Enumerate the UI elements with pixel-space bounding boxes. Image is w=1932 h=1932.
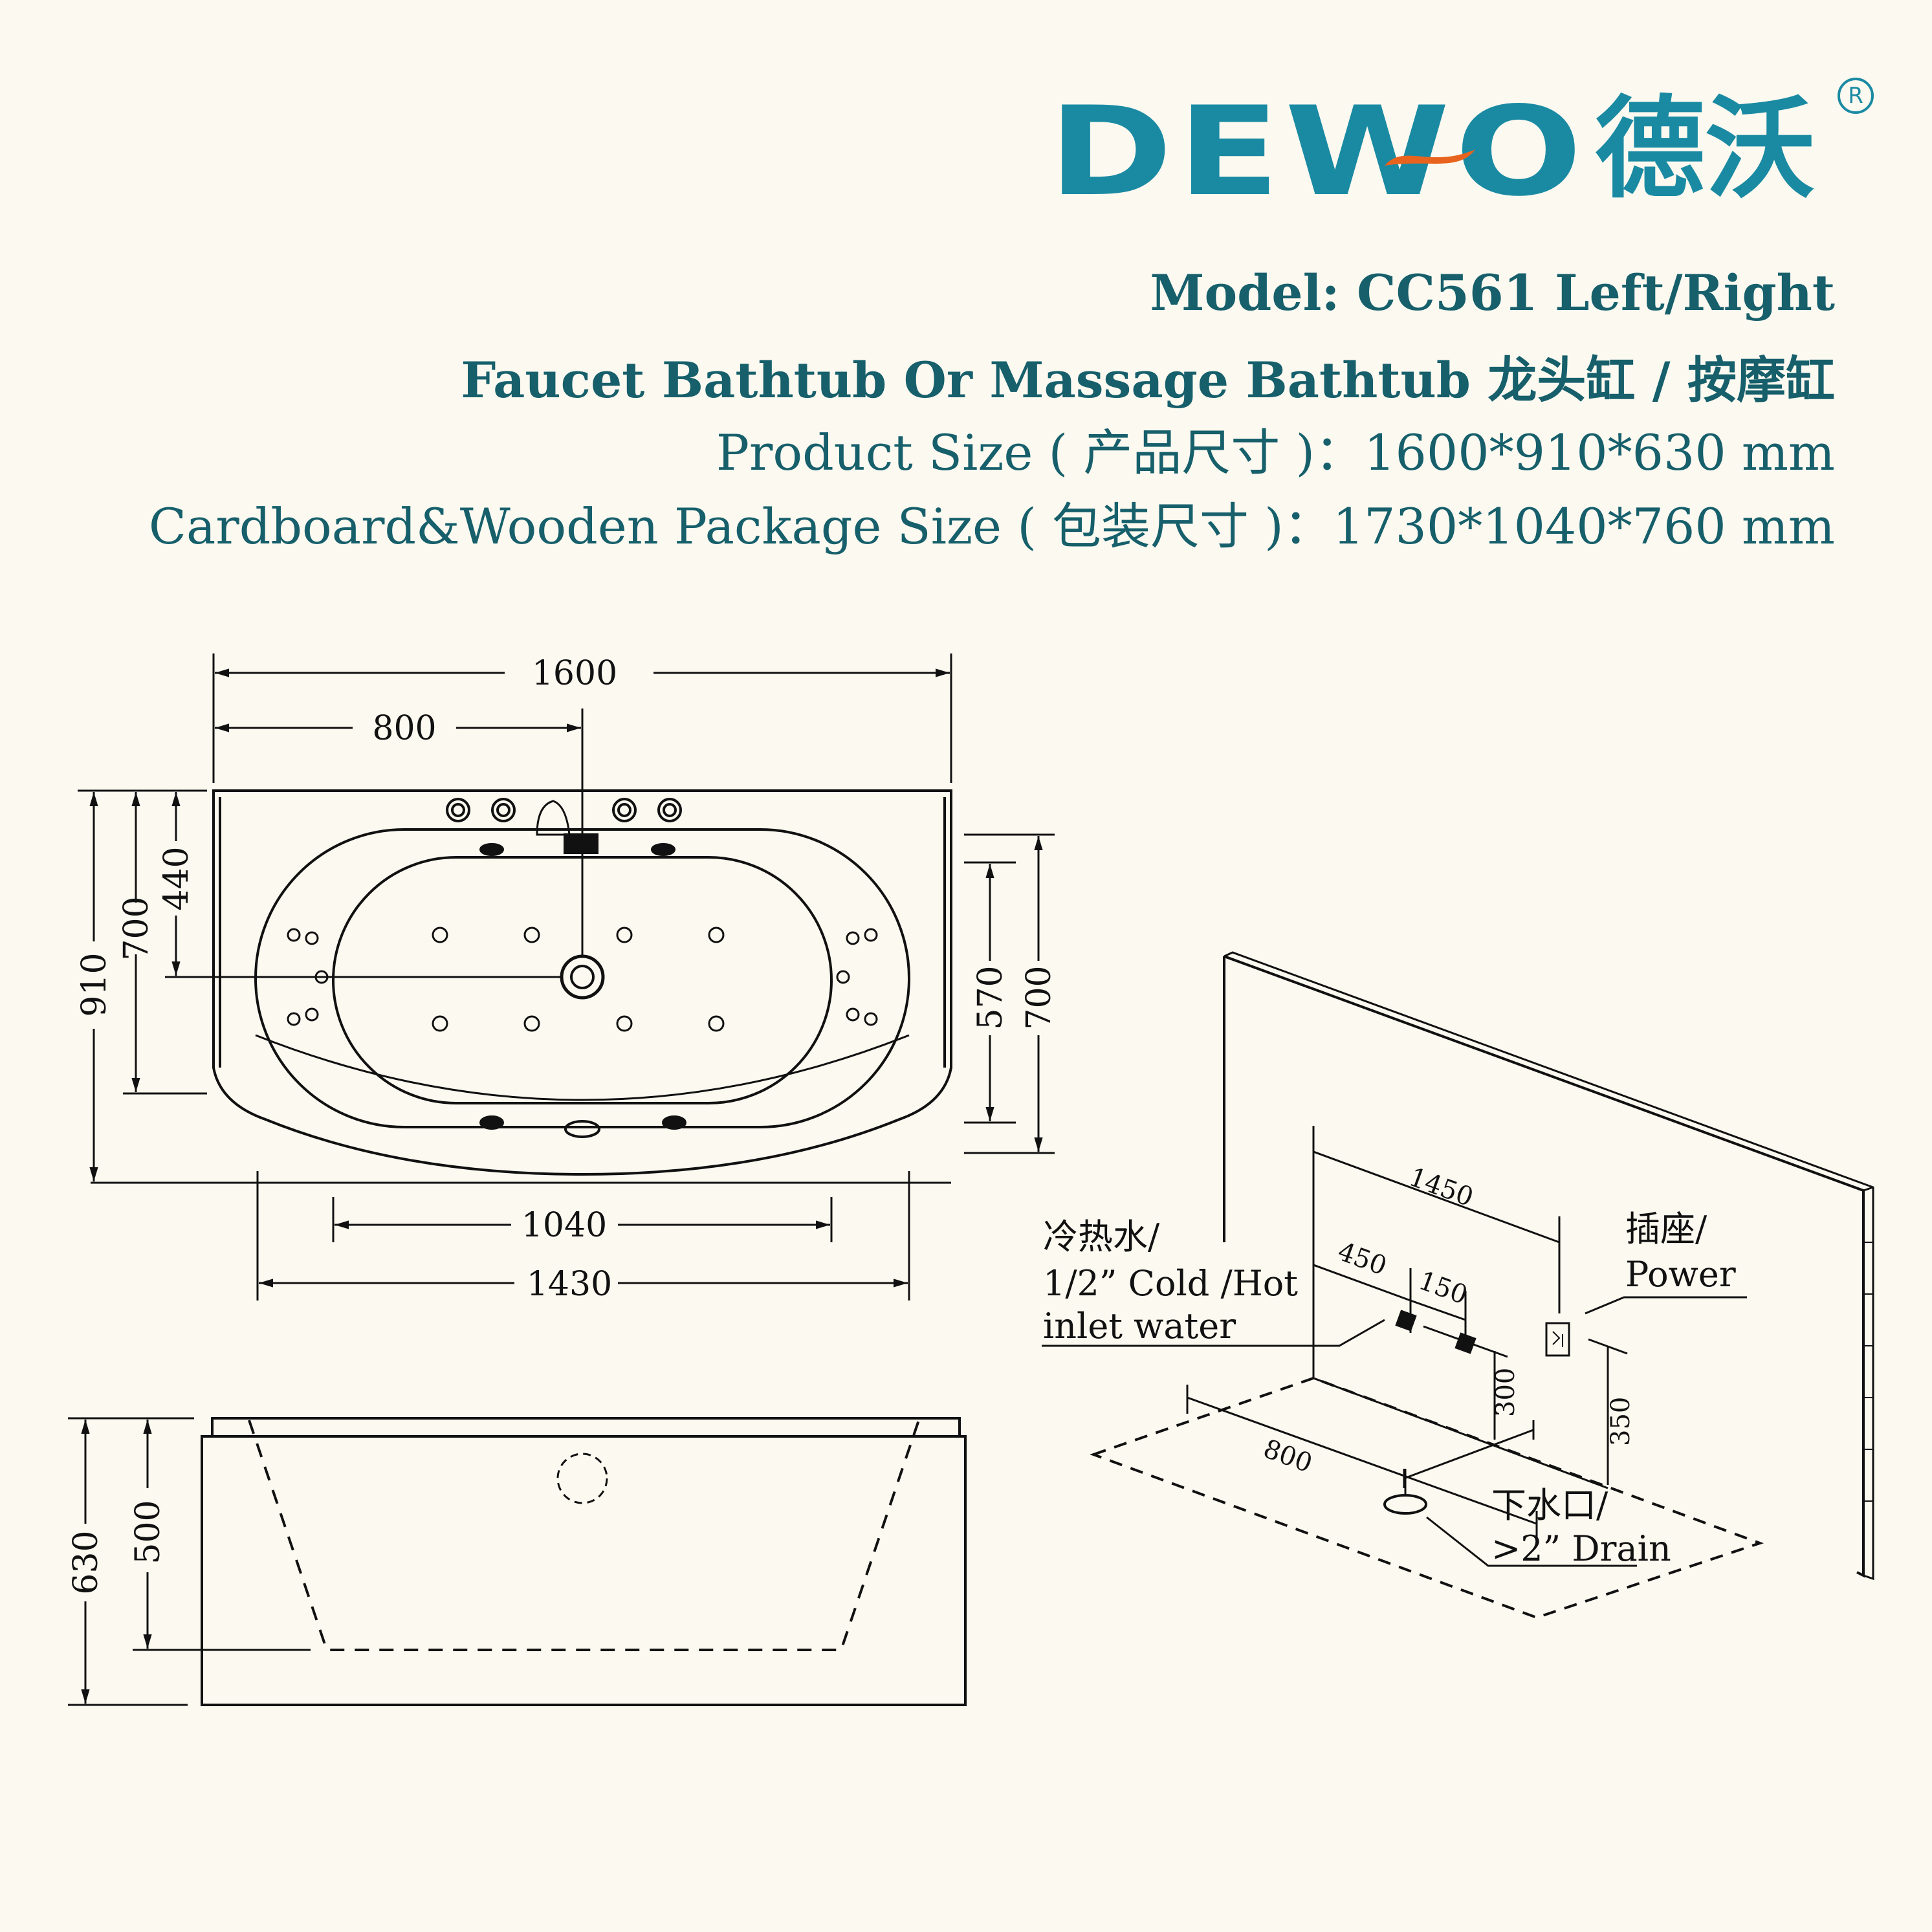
dim-right-outer: 700 [1020,965,1059,1029]
logo-swoosh-icon [1385,149,1475,166]
water-label-en-1: 1/2” Cold /Hot [1043,1263,1298,1304]
dim-right-inner: 570 [971,965,1010,1029]
product-size: Product Size ( 产品尺寸 )：1600*910*630 mm [716,424,1835,481]
dim-basin-length: 1040 [521,1206,607,1245]
dim-water-height: 300 [1491,1368,1520,1417]
dim-power-height: 350 [1606,1397,1636,1446]
install-view [1042,951,1874,1619]
model-title: Model: CC561 Left/Right [1150,264,1835,322]
dim-half-length: 800 [372,709,436,748]
dim-overall-width: 910 [75,952,114,1016]
tub-outline [212,789,952,1176]
floor-outline [1090,1376,1764,1619]
power-label-en: Power [1625,1254,1736,1295]
package-size: Cardboard&Wooden Package Size ( 包装尺寸 )：1… [148,498,1835,555]
power-label-cn: 插座/ [1625,1209,1707,1249]
product-line: Faucet Bathtub Or Massage Bathtub 龙头缸 / … [461,351,1835,409]
side-view [68,1417,967,1706]
dim-inner-width: 700 [117,896,156,960]
dim-water-spacing: 150 [1415,1266,1471,1310]
wall-panel [1224,955,1865,1578]
water-label-cn: 冷热水/ [1043,1216,1160,1257]
registered-mark: R [1838,78,1874,114]
dim-total-height: 630 [67,1530,105,1594]
logo-wordmark: DEWO [1048,80,1587,223]
spout [536,800,571,836]
dim-drain-offset: 440 [157,846,196,910]
drain-label-en: >2” Drain [1491,1528,1671,1569]
dim-overall-length: 1600 [532,654,617,693]
brand-logo: DEWO 德沃 R [1048,78,1876,239]
dim-inner-depth: 500 [129,1500,168,1564]
dim-wall-span: 1450 [1405,1162,1477,1213]
drain-label-cn: 下水口/ [1491,1485,1608,1526]
logo-chinese-name: 德沃 [1595,85,1816,214]
top-view [78,653,1055,1301]
dim-rim-length: 1430 [527,1265,612,1304]
water-label-en-2: inlet water [1043,1306,1236,1346]
